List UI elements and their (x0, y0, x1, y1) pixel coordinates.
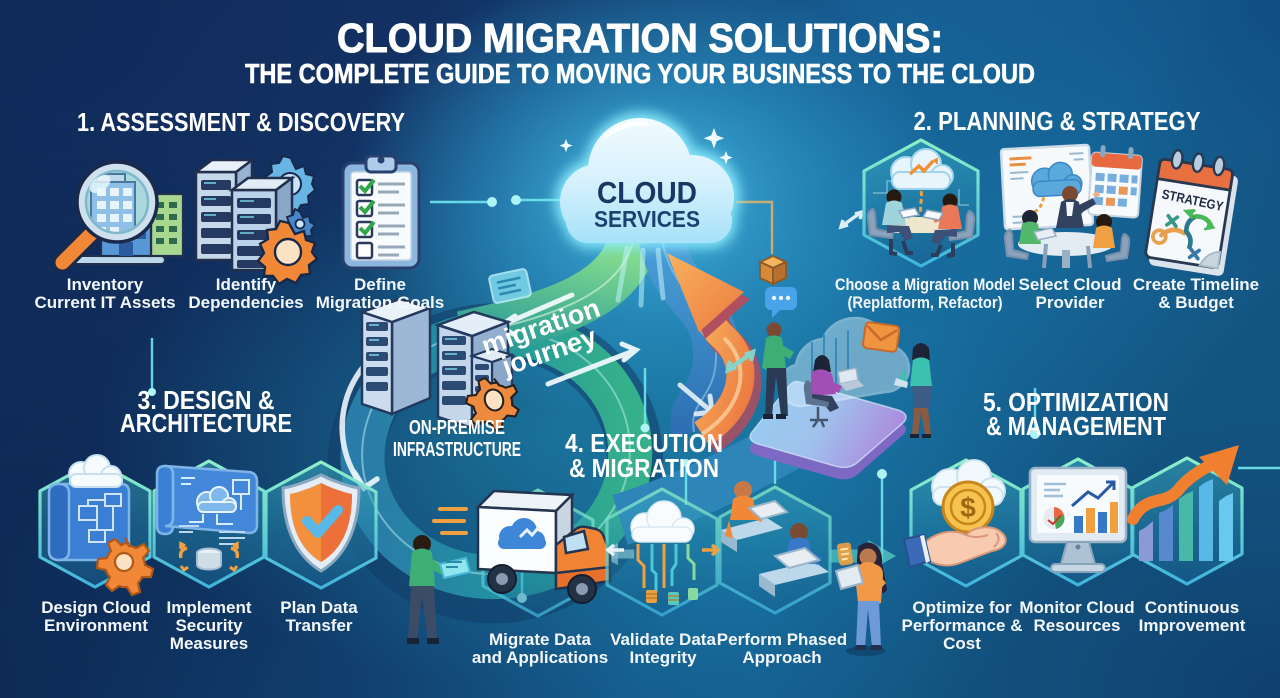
svg-text:Current IT Assets: Current IT Assets (34, 293, 175, 312)
svg-text:ARCHITECTURE: ARCHITECTURE (120, 408, 292, 438)
svg-text:Integrity: Integrity (629, 648, 697, 667)
svg-text:Validate Data: Validate Data (610, 630, 716, 649)
svg-text:(Replatform, Refactor): (Replatform, Refactor) (848, 293, 1003, 312)
svg-text:Migration Goals: Migration Goals (316, 293, 444, 312)
svg-text:$: $ (960, 492, 976, 523)
svg-text:SERVICES: SERVICES (594, 206, 700, 232)
svg-text:Monitor Cloud: Monitor Cloud (1019, 598, 1134, 617)
svg-text:and Applications: and Applications (472, 648, 608, 667)
svg-text:4. EXECUTION: 4. EXECUTION (565, 428, 723, 458)
svg-text:Security: Security (175, 616, 243, 635)
svg-text:Migrate Data: Migrate Data (489, 630, 592, 649)
svg-text:Environment: Environment (44, 616, 148, 635)
svg-text:& Budget: & Budget (1158, 293, 1234, 312)
svg-text:Optimize for: Optimize for (912, 598, 1012, 617)
svg-text:Design Cloud: Design Cloud (41, 598, 151, 617)
svg-text:Cost: Cost (943, 634, 981, 653)
svg-text:Implement: Implement (166, 598, 251, 617)
svg-text:Measures: Measures (170, 634, 248, 653)
svg-text:Plan Data: Plan Data (280, 598, 358, 617)
svg-text:Inventory: Inventory (67, 275, 144, 294)
svg-text:Improvement: Improvement (1139, 616, 1246, 635)
svg-text:Perform Phased: Perform Phased (717, 630, 847, 649)
svg-text:THE COMPLETE GUIDE TO MOVING Y: THE COMPLETE GUIDE TO MOVING YOUR BUSINE… (245, 58, 1035, 89)
svg-text:ON-PREMISE: ON-PREMISE (409, 417, 505, 439)
svg-text:2. PLANNING & STRATEGY: 2. PLANNING & STRATEGY (914, 106, 1201, 136)
svg-text:Select Cloud: Select Cloud (1019, 275, 1122, 294)
svg-text:Define: Define (354, 275, 406, 294)
svg-text:Provider: Provider (1036, 293, 1105, 312)
svg-text:3. DESIGN &: 3. DESIGN & (138, 385, 275, 415)
svg-text:1. ASSESSMENT & DISCOVERY: 1. ASSESSMENT & DISCOVERY (77, 107, 405, 137)
svg-text:Performance &: Performance & (902, 616, 1023, 635)
svg-text:INFRASTRUCTURE: INFRASTRUCTURE (393, 439, 521, 461)
svg-text:& MANAGEMENT: & MANAGEMENT (986, 411, 1166, 441)
svg-text:Create Timeline: Create Timeline (1133, 275, 1259, 294)
svg-text:Transfer: Transfer (285, 616, 352, 635)
svg-text:CLOUD: CLOUD (597, 175, 697, 210)
svg-text:& MIGRATION: & MIGRATION (569, 453, 719, 483)
svg-text:Choose a Migration Model: Choose a Migration Model (835, 275, 1015, 294)
svg-text:Dependencies: Dependencies (188, 293, 303, 312)
svg-text:Continuous: Continuous (1145, 598, 1239, 617)
svg-text:5. OPTIMIZATION: 5. OPTIMIZATION (983, 387, 1169, 417)
svg-text:Identify: Identify (216, 275, 277, 294)
svg-text:Approach: Approach (742, 648, 821, 667)
svg-text:Resources: Resources (1034, 616, 1121, 635)
svg-text:CLOUD MIGRATION SOLUTIONS:: CLOUD MIGRATION SOLUTIONS: (337, 15, 943, 61)
